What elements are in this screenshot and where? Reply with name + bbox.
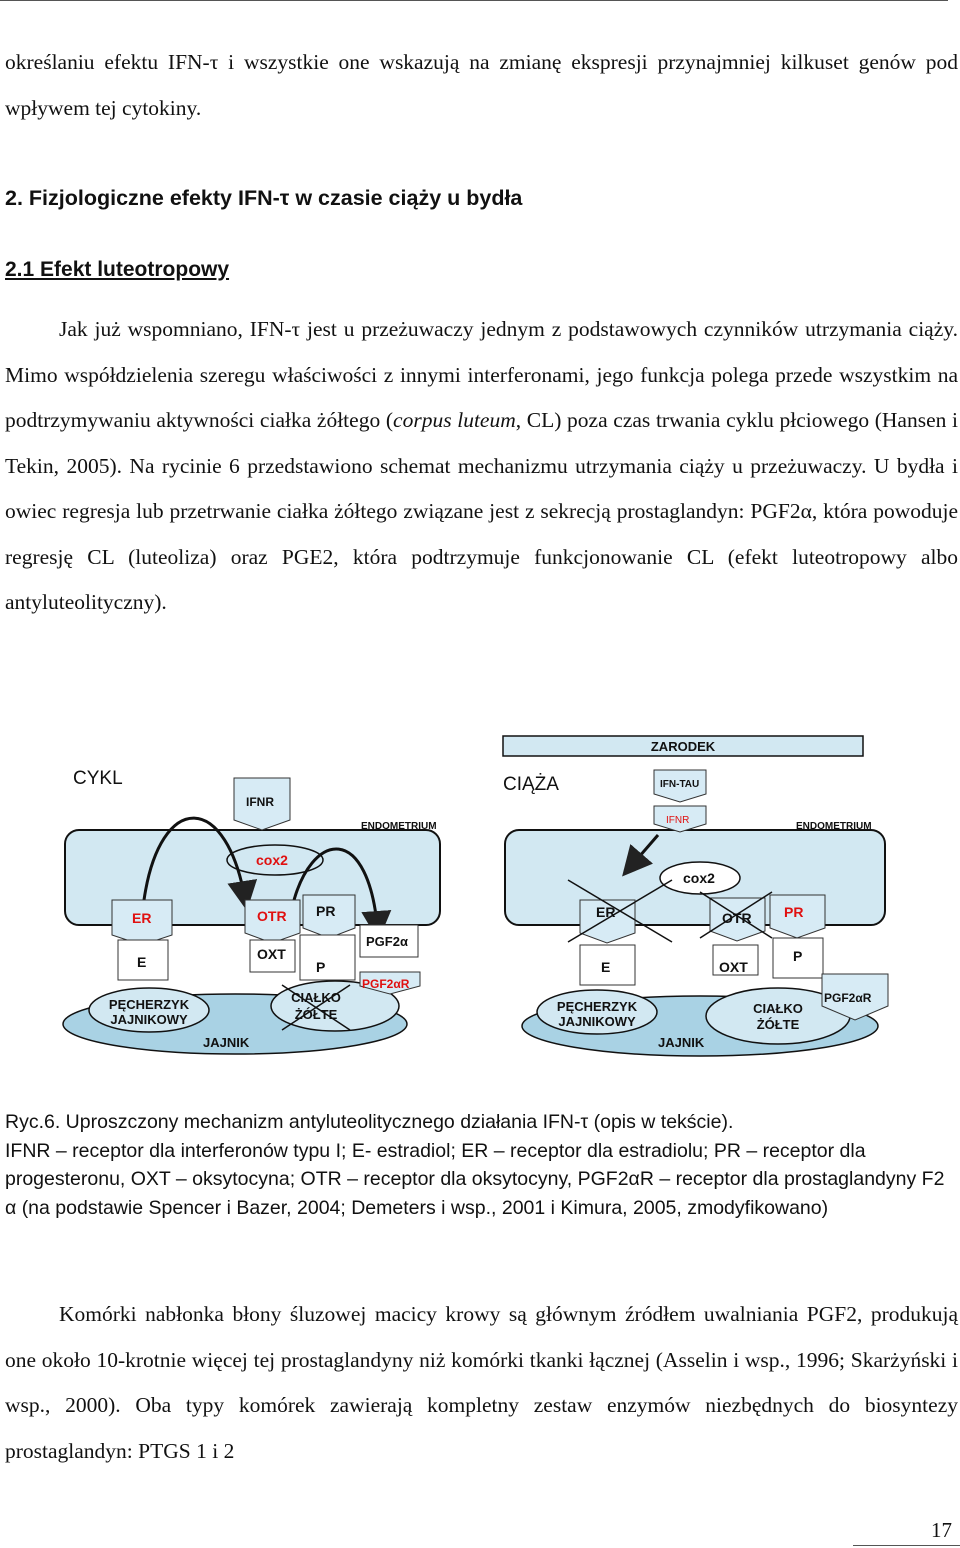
- top-rule: [0, 0, 948, 1]
- e-label-left: E: [137, 954, 146, 970]
- ifnr-box-left: [233, 777, 291, 831]
- corpus-luteum-label-left-2: ŻÓŁTE: [295, 1007, 338, 1022]
- corpus-luteum-label-right-1: CIAŁKO: [753, 1001, 803, 1016]
- p-label-right: P: [793, 948, 802, 964]
- paragraph-text-2: , CL) poza czas trwania cyklu płciowego …: [5, 408, 958, 614]
- paragraph-endometrium-cells: Komórki nabłonka błony śluzowej macicy k…: [5, 1292, 958, 1474]
- paragraph-continuation: określaniu efektu IFN-τ i wszystkie one …: [5, 50, 958, 120]
- er-label-left: ER: [132, 910, 151, 926]
- page-number: 17: [931, 1518, 952, 1542]
- p-label-left: P: [316, 959, 325, 975]
- embryo-bar: [502, 735, 864, 757]
- p-box-left: [299, 934, 356, 981]
- follicle-label-right-2: JAJNIKOWY: [558, 1014, 636, 1029]
- ifnr-box-right: [653, 805, 707, 833]
- paragraph-text: Komórki nabłonka błony śluzowej macicy k…: [5, 1302, 958, 1463]
- pgf2ar-label-right: PGF2αR: [824, 991, 872, 1005]
- pgf2ar-box-left: [359, 971, 421, 995]
- paragraph-luteotropic: Jak już wspomniano, IFN-τ jest u przeżuw…: [5, 307, 958, 626]
- pr-box-left: [302, 894, 356, 939]
- follicle-right: [536, 989, 658, 1035]
- ifnr-label-left: IFNR: [246, 795, 274, 809]
- corpus-luteum-label-right-2: ŻÓŁTE: [757, 1017, 800, 1032]
- suppression-cross-right-4: [699, 891, 773, 939]
- figure-ryc-6: CYKL IFNR ENDOMETRIUM cox2 ER OTR PR E O…: [62, 735, 889, 1057]
- caption-title: Ryc.6. Uproszczony mechanizm antyluteoli…: [5, 1111, 734, 1133]
- otr-box-right: [709, 897, 766, 942]
- follicle-label-right-1: PĘCHERZYK: [557, 999, 638, 1014]
- caption-legend: IFNR – receptor dla interferonów typu I;…: [5, 1139, 945, 1219]
- otr-label-left: OTR: [257, 908, 287, 924]
- endometrium-label-left: ENDOMETRIUM: [361, 821, 437, 832]
- oxt-label-right: OXT: [719, 959, 748, 975]
- pr-label-right: PR: [784, 904, 803, 920]
- pgf2a-label-left: PGF2α: [366, 934, 408, 949]
- follicle-label-left-2: JAJNIKOWY: [110, 1012, 188, 1027]
- ifn-tau-label: IFN-TAU: [660, 779, 699, 790]
- e-box-left: [117, 939, 169, 981]
- embryo-label: ZARODEK: [651, 739, 716, 754]
- suppression-cross-right-2: [567, 879, 673, 943]
- e-label-right: E: [601, 959, 610, 975]
- cox2-label-right: cox2: [683, 870, 715, 886]
- oxt-box-right: [712, 944, 759, 976]
- endometrium-label-right: ENDOMETRIUM: [796, 821, 872, 832]
- ifnr-label-right: IFNR: [666, 815, 689, 826]
- ovary-label-left: JAJNIK: [203, 1035, 250, 1050]
- section-heading-2-1: 2.1 Efekt luteotropowy: [5, 258, 230, 281]
- corpus-luteum-left: [270, 980, 400, 1032]
- footer-rule: [853, 1545, 960, 1546]
- e-box-right: [579, 944, 636, 986]
- pgf2ar-label-left: PGF2αR: [362, 977, 410, 991]
- arrow-ifnr-to-er: [622, 834, 660, 877]
- paragraph-text-1: Jak już wspomniano, IFN-τ jest u przeżuw…: [5, 317, 958, 432]
- cox2-right: [659, 861, 741, 895]
- corpus-luteum-label-left-1: CIAŁKO: [291, 990, 341, 1005]
- otr-label-right: OTR: [722, 910, 752, 926]
- section-heading-2: 2. Fizjologiczne efekty IFN-τ w czasie c…: [5, 186, 523, 210]
- cox2-label-left: cox2: [256, 852, 288, 868]
- p-box-right: [772, 937, 824, 979]
- pr-box-right: [769, 894, 826, 939]
- oxt-label-left: OXT: [257, 946, 286, 962]
- otr-box-left: [244, 899, 301, 944]
- follicle-label-left-1: PĘCHERZYK: [109, 997, 190, 1012]
- regression-cross-left-2: [281, 984, 351, 1031]
- oxt-box-left: [249, 939, 296, 973]
- arrow-er-to-cox2: [142, 816, 258, 911]
- ifn-tau-box: [653, 769, 707, 803]
- cox2-left: [226, 844, 324, 876]
- figure-caption: Ryc.6. Uproszczony mechanizm antyluteoli…: [5, 1108, 955, 1222]
- cykl-title: CYKL: [73, 768, 123, 789]
- pgf2a-box-left: [359, 924, 419, 958]
- ciaza-title: CIĄŻA: [503, 774, 559, 795]
- paragraph-italic-term: corpus luteum: [393, 408, 516, 432]
- ovary-label-right: JAJNIK: [658, 1035, 705, 1050]
- pr-label-left: PR: [316, 903, 335, 919]
- arrow-pgf2a-secretion: [290, 847, 392, 941]
- follicle-left: [88, 987, 210, 1033]
- pgf2ar-box-right: [821, 973, 889, 1021]
